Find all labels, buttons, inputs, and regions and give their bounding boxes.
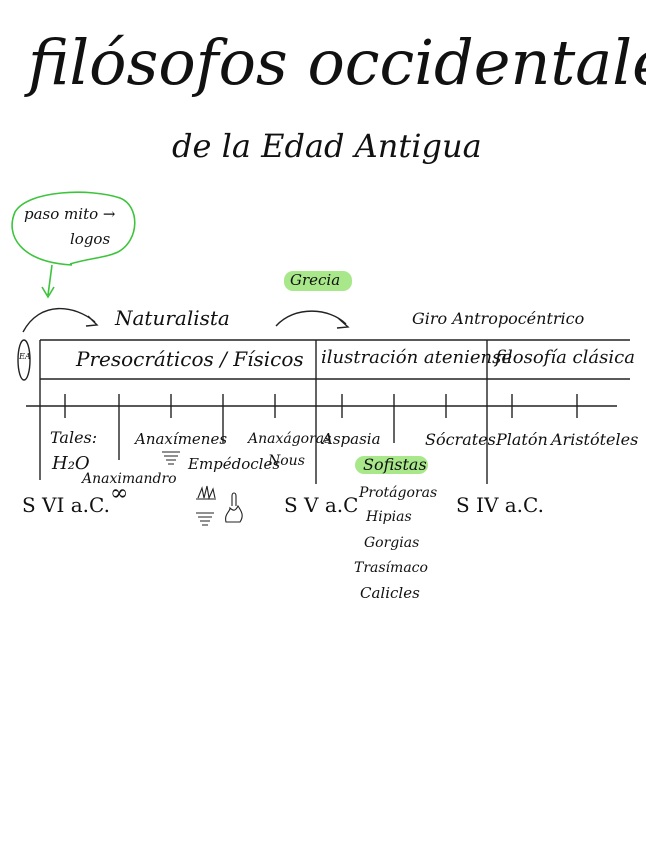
century-v: S V a.C	[284, 493, 359, 517]
platon: Platón	[496, 430, 548, 449]
region-label: Grecia	[290, 271, 341, 289]
note-line-2: logos	[70, 230, 111, 248]
earth-icon	[196, 485, 216, 500]
note-bubble	[11, 191, 136, 266]
sofista-gorgias: Gorgias	[364, 535, 420, 551]
socrates: Sócrates	[425, 430, 496, 449]
sofista-trasimaco: Trasímaco	[354, 560, 428, 576]
anaximandro: Anaximandro	[82, 471, 177, 487]
sofista-calicles: Calicles	[360, 584, 420, 602]
header-ilustracion: ilustración ateniense	[321, 347, 513, 368]
timeline-ticks	[64, 394, 578, 460]
anaxagoras-nous: Nous	[268, 453, 305, 469]
sofistas-highlight	[355, 456, 428, 474]
sofistas-label: Sofistas	[363, 455, 427, 474]
anaximenes: Anaxímenes	[135, 430, 228, 448]
page-subtitle: de la Edad Antigua	[172, 127, 482, 165]
sofista-hipias: Hipias	[366, 509, 412, 525]
tales: Tales:	[50, 428, 98, 447]
anaxagoras: Anaxágoras	[248, 431, 332, 447]
movement-naturalista: Naturalista	[115, 306, 230, 330]
page-title: filósofos occidentales	[28, 26, 646, 99]
air-icon	[162, 451, 214, 526]
sofista-protagoras: Protágoras	[359, 485, 438, 501]
grecia-highlight	[284, 271, 352, 291]
century-vi: S VI a.C.	[22, 493, 110, 517]
century-iv: S IV a.C.	[456, 493, 544, 517]
side-label: EA	[19, 352, 31, 361]
aristoteles: Aristóteles	[551, 430, 639, 449]
aspasia: Aspasia	[322, 430, 381, 448]
fire-icon	[225, 492, 243, 523]
empedocles: Empédocles	[188, 455, 281, 473]
giro-arrow	[275, 310, 350, 329]
note-arrow	[41, 264, 55, 299]
infinity-icon: ∞	[110, 481, 129, 506]
header-filosofia-clasica: filosofía clásica	[495, 347, 635, 368]
header-presocraticos: Presocráticos / Físicos	[76, 347, 304, 371]
note-line-1: paso mito →	[24, 205, 116, 223]
ea-oval	[17, 339, 31, 381]
naturalista-arrow	[22, 307, 99, 333]
movement-giro-antropocentrico: Giro Antropocéntrico	[412, 309, 585, 328]
tales-element: H₂O	[52, 453, 90, 474]
